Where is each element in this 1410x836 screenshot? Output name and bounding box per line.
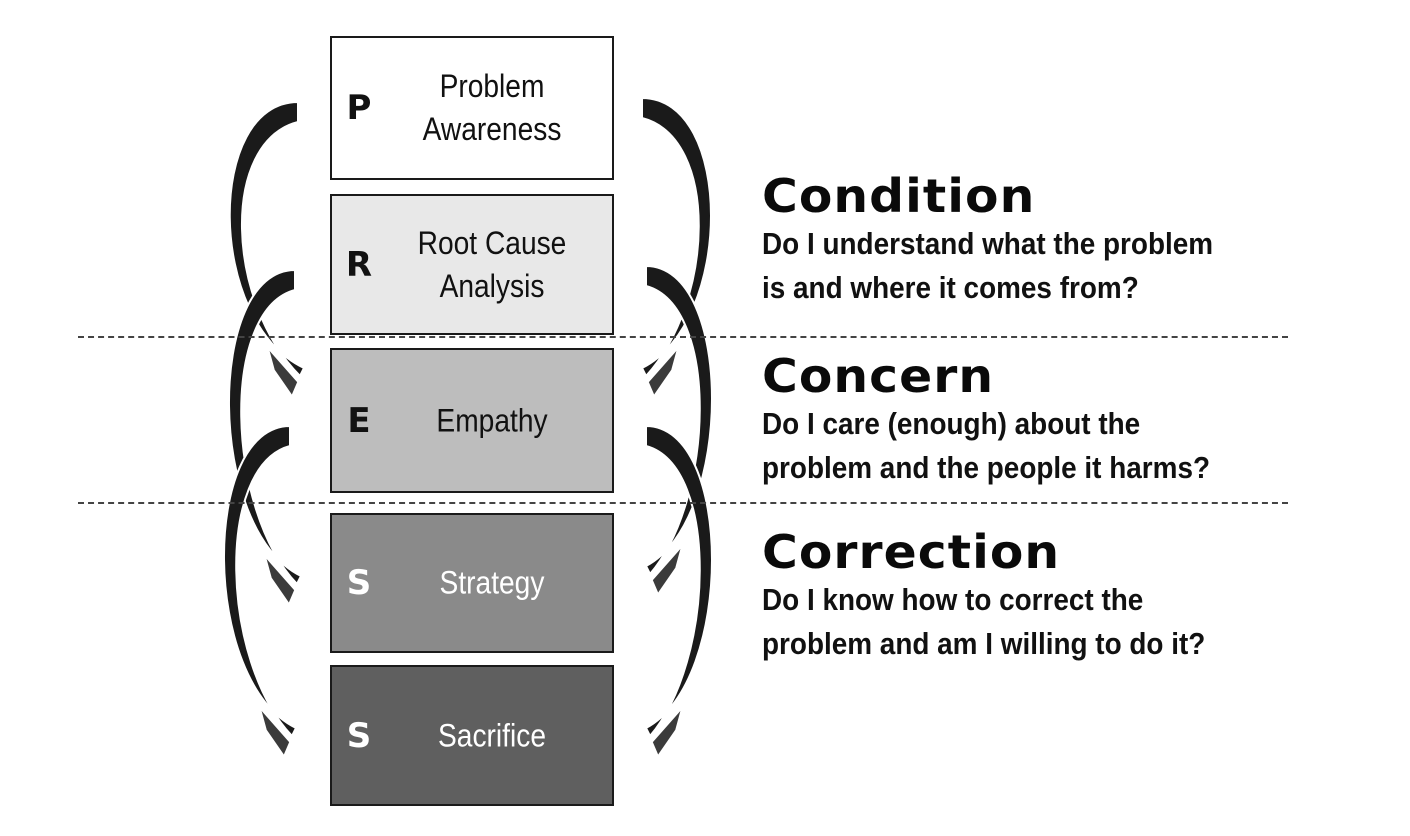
arrow-head bbox=[651, 545, 683, 596]
section-correction: Correction Do I know how to correct the … bbox=[762, 526, 1382, 666]
section-question-line: problem and the people it harms? bbox=[762, 450, 1211, 485]
step-label-line: Problem bbox=[439, 68, 545, 104]
step-box-strategy: S Strategy bbox=[330, 513, 614, 653]
step-label: Problem Awareness bbox=[392, 65, 593, 151]
arrow-head bbox=[267, 347, 299, 398]
step-label: Root Cause Analysis bbox=[392, 222, 593, 308]
step-label-line: Awareness bbox=[422, 111, 562, 147]
section-heading: Condition bbox=[762, 169, 1036, 223]
arrow-head bbox=[651, 707, 683, 758]
step-box-root-cause-analysis: R Root Cause Analysis bbox=[330, 194, 614, 335]
section-heading: Correction bbox=[762, 525, 1061, 579]
step-label: Strategy bbox=[439, 564, 545, 601]
arrow-body bbox=[228, 268, 303, 586]
step-label-line: Analysis bbox=[439, 267, 545, 304]
step-box-problem-awareness: P Problem Awareness bbox=[330, 36, 614, 180]
step-letter: P bbox=[346, 88, 372, 128]
step-label: Empathy bbox=[436, 402, 548, 438]
step-letter: S bbox=[346, 715, 372, 756]
section-condition: Condition Do I understand what the probl… bbox=[762, 170, 1382, 310]
step-label: Sacrifice bbox=[438, 717, 546, 753]
step-letter: S bbox=[346, 563, 372, 603]
section-heading: Concern bbox=[762, 349, 995, 403]
arrow-body bbox=[228, 100, 306, 378]
step-letter: E bbox=[347, 400, 371, 441]
section-question-line: Do I understand what the problem bbox=[762, 226, 1214, 261]
arrow-head bbox=[647, 347, 679, 398]
step-label-line: Root Cause bbox=[417, 224, 567, 261]
arrow-head bbox=[264, 555, 296, 606]
step-box-empathy: E Empathy bbox=[330, 348, 614, 493]
divider-condition-concern bbox=[78, 336, 1288, 338]
section-question-line: problem and am I willing to do it? bbox=[762, 626, 1206, 661]
section-concern: Concern Do I care (enough) about the pro… bbox=[762, 350, 1382, 490]
left-arrow-p-to-e bbox=[228, 100, 306, 398]
section-question-line: Do I know how to correct the bbox=[762, 582, 1144, 617]
step-letter: R bbox=[345, 244, 373, 285]
section-question-line: Do I care (enough) about the bbox=[762, 406, 1141, 441]
divider-concern-correction bbox=[78, 502, 1288, 504]
section-question-line: is and where it comes from? bbox=[762, 270, 1139, 305]
left-arrow-r-to-s bbox=[228, 268, 303, 606]
arrow-head bbox=[259, 707, 291, 758]
step-box-sacrifice: S Sacrifice bbox=[330, 665, 614, 806]
